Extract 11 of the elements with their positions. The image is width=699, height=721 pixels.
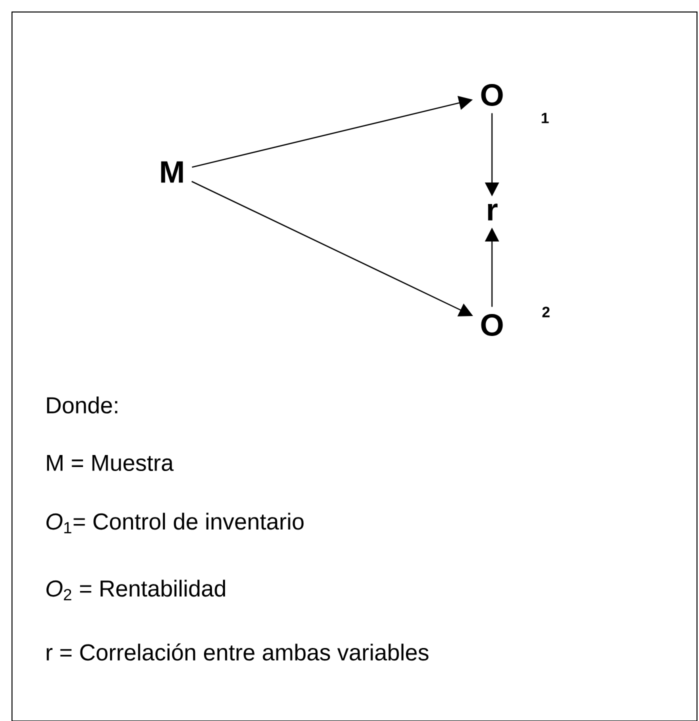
- node-letter: O: [481, 314, 503, 336]
- node-letter: O: [481, 84, 503, 106]
- legend-text: O$_{1}$= Control de inventario: [46, 512, 304, 534]
- node-letter: r: [488, 204, 498, 220]
- index-number: 1: [542, 112, 549, 124]
- index-number: 2: [542, 306, 550, 318]
- legend-text: Donde:: [47, 396, 118, 414]
- node-letter: M: [161, 161, 183, 183]
- legend-text: r = Correlación entre ambas variables: [46, 643, 428, 661]
- legend-text: M = Muestra: [47, 454, 174, 472]
- legend-text: O$_{2}$ = Rentabilidad: [46, 580, 226, 600]
